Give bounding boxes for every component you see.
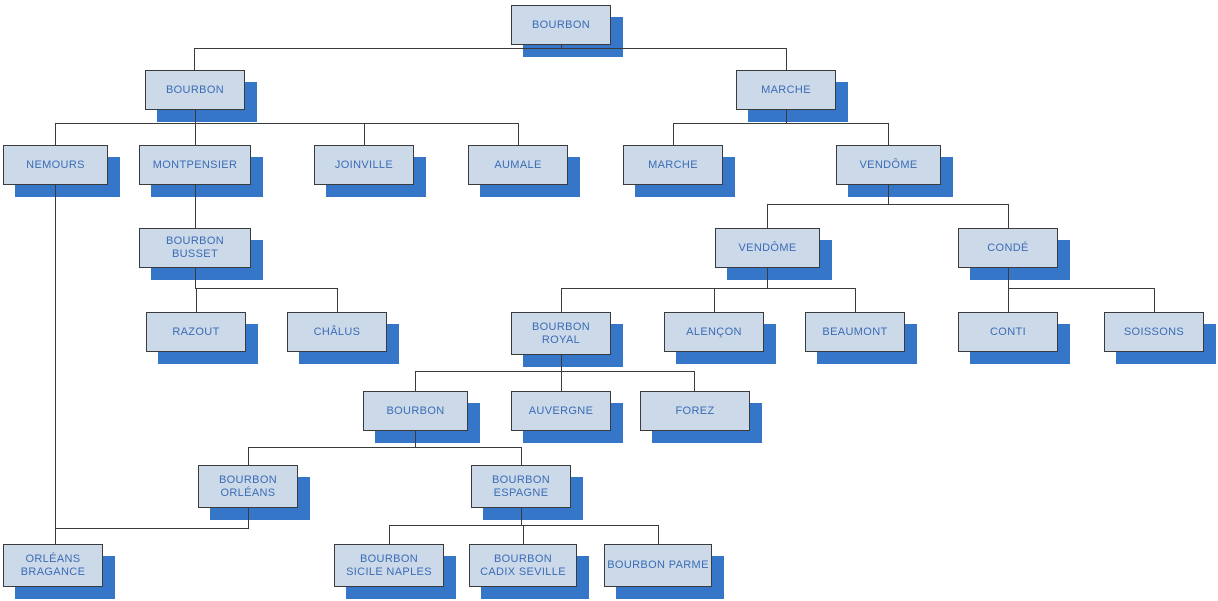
node-beaumont[interactable]: BEAUMONT xyxy=(805,312,905,352)
node-vendome-l3[interactable]: VENDÔME xyxy=(836,145,941,185)
node-nemours[interactable]: NEMOURS xyxy=(3,145,108,185)
node-bourbon-orleans[interactable]: BOURBON ORLÉANS xyxy=(198,465,298,508)
connector-b2-nemours xyxy=(55,123,57,146)
connector-b2-montp xyxy=(195,123,197,146)
connector-bo-bragance xyxy=(55,528,57,545)
connector-b7-stem xyxy=(415,431,417,448)
connector-br-auvergne xyxy=(561,371,563,392)
connector-br-bourbon xyxy=(415,371,417,392)
node-alencon[interactable]: ALENÇON xyxy=(664,312,764,352)
connector-nem-down xyxy=(55,185,57,545)
node-forez[interactable]: FOREZ xyxy=(640,391,750,431)
connector-conde-conti xyxy=(1008,288,1010,313)
connector-m2-bus xyxy=(673,123,889,125)
connector-be-stem xyxy=(521,508,523,526)
node-razout[interactable]: RAZOUT xyxy=(146,312,246,352)
connector-root-stem xyxy=(561,45,563,49)
connector-m2-marche xyxy=(673,123,675,146)
connector-b7-espagne xyxy=(521,447,523,466)
node-chalus[interactable]: CHÂLUS xyxy=(287,312,387,352)
node-marche-l3[interactable]: MARCHE xyxy=(623,145,723,185)
connector-b7-orleans xyxy=(248,447,250,466)
node-montpensier[interactable]: MONTPENSIER xyxy=(139,145,251,185)
node-soissons[interactable]: SOISSONS xyxy=(1104,312,1204,352)
connector-br-stem xyxy=(561,355,563,372)
node-bourbon-parme[interactable]: BOURBON PARME xyxy=(604,544,712,587)
node-orleans-bragance[interactable]: ORLÉANS BRAGANCE xyxy=(3,544,103,587)
connector-br-forez xyxy=(694,371,696,392)
node-vendome-l4[interactable]: VENDÔME xyxy=(715,228,820,268)
connector-v4-royal xyxy=(561,288,563,313)
node-joinville[interactable]: JOINVILLE xyxy=(314,145,414,185)
connector-v3-vendome xyxy=(767,204,769,229)
connector-root-to-m2 xyxy=(786,48,788,71)
connector-bb-stem xyxy=(195,268,197,289)
node-bourbon-sicile-naples[interactable]: BOURBON SICILE NAPLES xyxy=(334,544,444,587)
connector-be-parme xyxy=(658,525,660,545)
connector-v4-bus xyxy=(561,288,856,290)
connector-v4-alencon xyxy=(714,288,716,313)
connector-conde-stem xyxy=(1008,268,1010,289)
connector-be-sicile xyxy=(389,525,391,545)
node-conde[interactable]: CONDÉ xyxy=(958,228,1058,268)
connector-b2-bus xyxy=(55,123,519,125)
node-aumale[interactable]: AUMALE xyxy=(468,145,568,185)
node-bourbon-root[interactable]: BOURBON xyxy=(511,5,611,45)
node-bourbon-l7[interactable]: BOURBON xyxy=(363,391,468,431)
connector-v3-conde xyxy=(1008,204,1010,229)
connector-montp-stem xyxy=(195,185,197,229)
connector-bo-stem xyxy=(248,508,250,529)
connector-v4-stem xyxy=(767,268,769,289)
connector-conde-bus xyxy=(1008,288,1155,290)
connector-bb-razout xyxy=(196,288,198,313)
node-conti[interactable]: CONTI xyxy=(958,312,1058,352)
node-bourbon-l2[interactable]: BOURBON xyxy=(145,70,245,110)
connector-m2-stem xyxy=(786,110,788,124)
connector-b7-bus xyxy=(248,447,522,449)
connector-bb-chalus xyxy=(337,288,339,313)
connector-v3-bus xyxy=(767,204,1009,206)
node-bourbon-cadix-seville[interactable]: BOURBON CADIX SEVILLE xyxy=(469,544,577,587)
connector-be-cadix xyxy=(523,525,525,545)
node-bourbon-espagne[interactable]: BOURBON ESPAGNE xyxy=(471,465,571,508)
node-auvergne[interactable]: AUVERGNE xyxy=(511,391,611,431)
connector-b2-stem xyxy=(195,110,197,124)
connector-root-to-b2 xyxy=(194,48,196,71)
connector-b2-aumale xyxy=(518,123,520,146)
node-marche-l2[interactable]: MARCHE xyxy=(736,70,836,110)
connector-bb-bus xyxy=(196,288,338,290)
connector-root-bus xyxy=(194,48,787,50)
node-bourbon-royal[interactable]: BOURBON ROYAL xyxy=(511,312,611,355)
connector-b2-joinville xyxy=(364,123,366,146)
connector-v3-stem xyxy=(888,185,890,204)
connector-br-bus xyxy=(415,371,695,373)
connector-bo-bus xyxy=(55,528,249,530)
node-bourbon-busset[interactable]: BOURBON BUSSET xyxy=(139,228,251,268)
connector-m2-vendome xyxy=(888,123,890,146)
connector-conde-soissons xyxy=(1154,288,1156,313)
connector-v4-beaumont xyxy=(855,288,857,313)
